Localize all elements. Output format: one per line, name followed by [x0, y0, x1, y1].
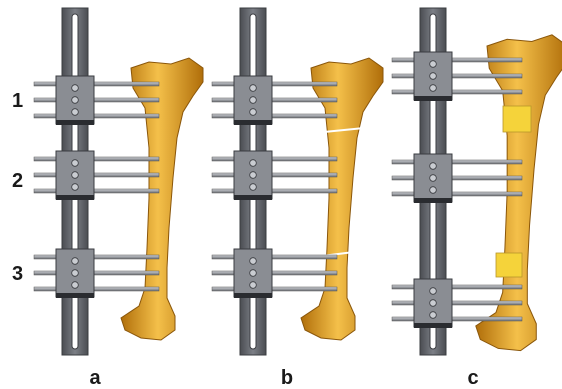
pin	[34, 157, 159, 161]
pin	[212, 271, 337, 275]
clamp-base	[56, 195, 94, 200]
pin	[34, 173, 159, 177]
regenerate-segment	[503, 106, 531, 132]
clamp-screw	[72, 109, 79, 116]
pin	[212, 189, 337, 193]
pin	[392, 317, 522, 321]
pin	[392, 90, 522, 94]
clamp-screw	[250, 270, 257, 277]
clamp-screw	[72, 184, 79, 191]
pin	[392, 58, 522, 62]
clamp-screw	[72, 160, 79, 167]
pin	[392, 301, 522, 305]
panel-label-a: a	[89, 367, 101, 389]
pin	[212, 255, 337, 259]
pin	[392, 160, 522, 164]
pin	[34, 82, 159, 86]
clamp-screw	[430, 85, 437, 92]
clamp-screw	[250, 258, 257, 265]
clamp-base	[414, 96, 452, 101]
clamp-label-1: 1	[12, 90, 23, 112]
pin	[34, 287, 159, 291]
clamp-screw	[250, 85, 257, 92]
regenerate-segment	[496, 253, 522, 277]
clamp-screw	[430, 300, 437, 307]
clamp-screw	[72, 258, 79, 265]
pin	[392, 74, 522, 78]
clamp-screw	[250, 282, 257, 289]
pin	[34, 271, 159, 275]
clamp-base	[234, 120, 272, 125]
clamp-screw	[250, 109, 257, 116]
pin	[34, 98, 159, 102]
clamp-screw	[250, 160, 257, 167]
clamp-base	[234, 195, 272, 200]
clamp-screw	[430, 61, 437, 68]
clamp-screw	[430, 288, 437, 295]
clamp-base	[56, 120, 94, 125]
clamp-screw	[250, 172, 257, 179]
clamp-screw	[72, 85, 79, 92]
clamp-screw	[250, 97, 257, 104]
clamp-screw	[250, 184, 257, 191]
clamp-screw	[430, 163, 437, 170]
clamp-screw	[430, 312, 437, 319]
pin	[212, 98, 337, 102]
clamp-screw	[430, 175, 437, 182]
pin	[212, 157, 337, 161]
clamp-screw	[72, 97, 79, 104]
clamp-base	[414, 198, 452, 203]
panel-b	[212, 8, 383, 355]
clamp-screw	[72, 282, 79, 289]
clamp-screw	[72, 270, 79, 277]
clamp-base	[234, 293, 272, 298]
pin	[392, 192, 522, 196]
clamp-label-3: 3	[12, 263, 23, 285]
pin	[34, 114, 159, 118]
panel-c	[392, 8, 562, 355]
clamp-screw	[430, 187, 437, 194]
pin	[212, 287, 337, 291]
panel-label-b: b	[281, 367, 293, 389]
pin	[212, 82, 337, 86]
pin	[392, 285, 522, 289]
clamp-label-2: 2	[12, 170, 23, 192]
pin	[392, 176, 522, 180]
clamp-screw	[430, 73, 437, 80]
panel-label-c: c	[467, 367, 478, 389]
clamp-base	[414, 323, 452, 328]
clamp-base	[56, 293, 94, 298]
panel-a	[34, 8, 203, 355]
pin	[34, 189, 159, 193]
clamp-screw	[72, 172, 79, 179]
pin	[212, 114, 337, 118]
pin	[34, 255, 159, 259]
pin	[212, 173, 337, 177]
